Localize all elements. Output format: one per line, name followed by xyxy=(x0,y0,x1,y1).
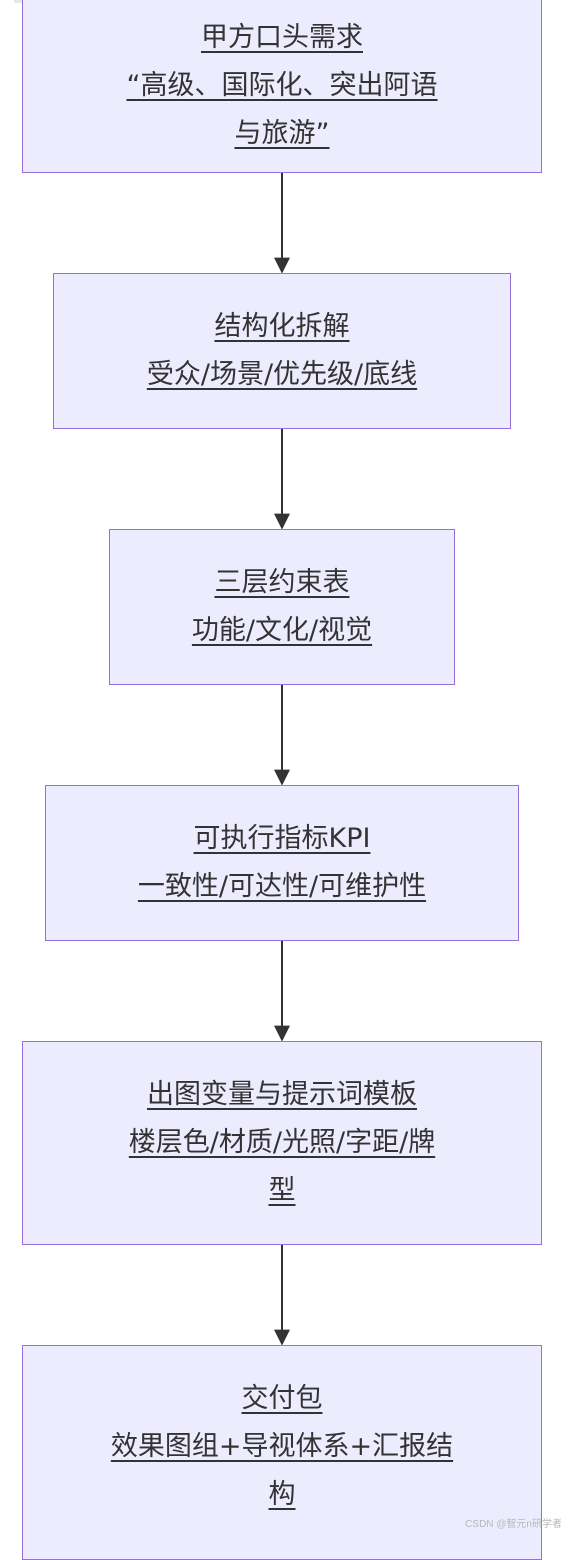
node-output-variables-prompt-template[interactable]: 出图变量与提示词模板 楼层色/材质/光照/字距/牌 型 xyxy=(22,1041,542,1245)
node-text-line: 型 xyxy=(268,1175,296,1206)
node-title: 甲方口头需求 xyxy=(201,22,363,53)
node-executable-kpi[interactable]: 可执行指标KPI 一致性/可达性/可维护性 xyxy=(45,785,519,941)
node-delivery-package[interactable]: 交付包 效果图组+导视体系+汇报结 构 xyxy=(22,1345,542,1560)
node-text-line: 受众/场景/优先级/底线 xyxy=(146,359,418,390)
node-title: 结构化拆解 xyxy=(214,311,350,342)
node-client-verbal-requirement[interactable]: 甲方口头需求 “高级、国际化、突出阿语 与旅游” xyxy=(22,0,542,173)
node-title: 出图变量与提示词模板 xyxy=(147,1079,417,1110)
node-text-line: 功能/文化/视觉 xyxy=(191,615,373,646)
node-title: 可执行指标KPI xyxy=(193,823,371,854)
node-title: 三层约束表 xyxy=(214,567,350,598)
node-text-line: 效果图组+导视体系+汇报结 xyxy=(110,1430,454,1462)
node-text-line: 一致性/可达性/可维护性 xyxy=(137,871,427,902)
csdn-watermark: CSDN @智元n研学者 xyxy=(465,1519,562,1530)
node-three-layer-constraint-table[interactable]: 三层约束表 功能/文化/视觉 xyxy=(109,529,455,685)
node-text-line: 楼层色/材质/光照/字距/牌 xyxy=(128,1127,436,1158)
node-text-line: 与旅游” xyxy=(234,118,330,149)
node-text-line: 构 xyxy=(268,1478,296,1510)
node-structured-decomposition[interactable]: 结构化拆解 受众/场景/优先级/底线 xyxy=(53,273,511,429)
node-title: 交付包 xyxy=(241,1382,323,1414)
node-text-line: “高级、国际化、突出阿语 xyxy=(126,70,438,101)
